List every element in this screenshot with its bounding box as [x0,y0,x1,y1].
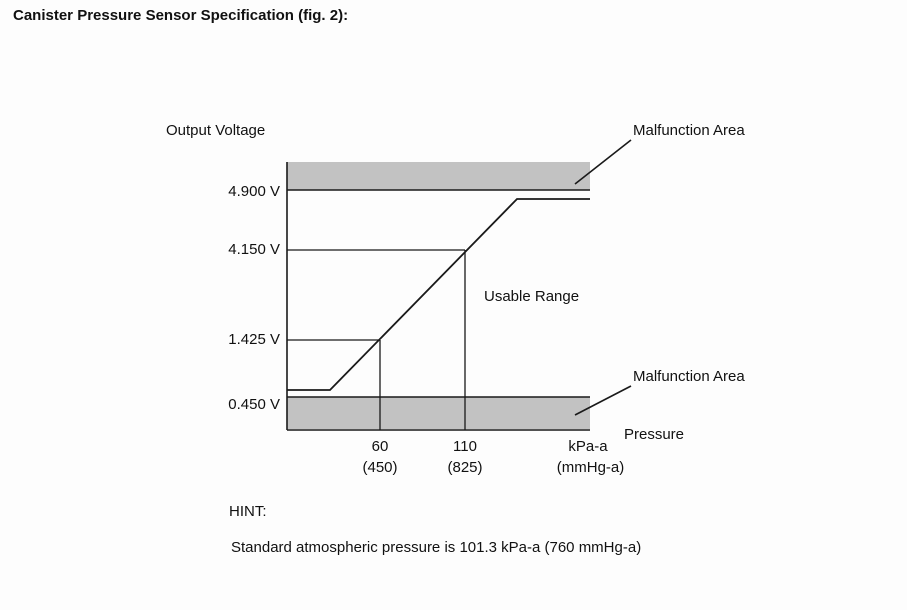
y-tick-1425v: 1.425 V [228,331,280,348]
leader-line-top [574,139,632,185]
y-tick-4150v: 4.150 V [228,241,280,258]
x-tick-110: 110 [453,438,477,455]
leader-line-bottom [574,385,632,416]
y-tick-0450v: 0.450 V [228,396,280,413]
malfunction-band-top [287,162,590,190]
malfunction-area-label-bottom: Malfunction Area [633,368,745,385]
usable-range-label: Usable Range [484,288,580,305]
hint-label: HINT: [229,503,267,520]
malfunction-area-label-top: Malfunction Area [633,122,745,139]
y-tick-4900v: 4.900 V [228,183,280,200]
x-axis-title: Pressure [624,426,685,443]
x-tick-825: (825) [447,459,483,476]
x-tick-450: (450) [362,459,398,476]
x-unit-kpa: kPa-a [568,438,608,455]
figure-title: Canister Pressure Sensor Specification (… [13,7,349,24]
hint-text: Standard atmospheric pressure is 101.3 k… [231,539,642,556]
x-tick-60: 60 [371,438,389,455]
x-unit-mmhg: (mmHg-a) [556,459,625,476]
sensor-output-curve [287,198,590,391]
malfunction-band-bottom [287,397,590,429]
y-axis-title: Output Voltage [166,122,266,139]
